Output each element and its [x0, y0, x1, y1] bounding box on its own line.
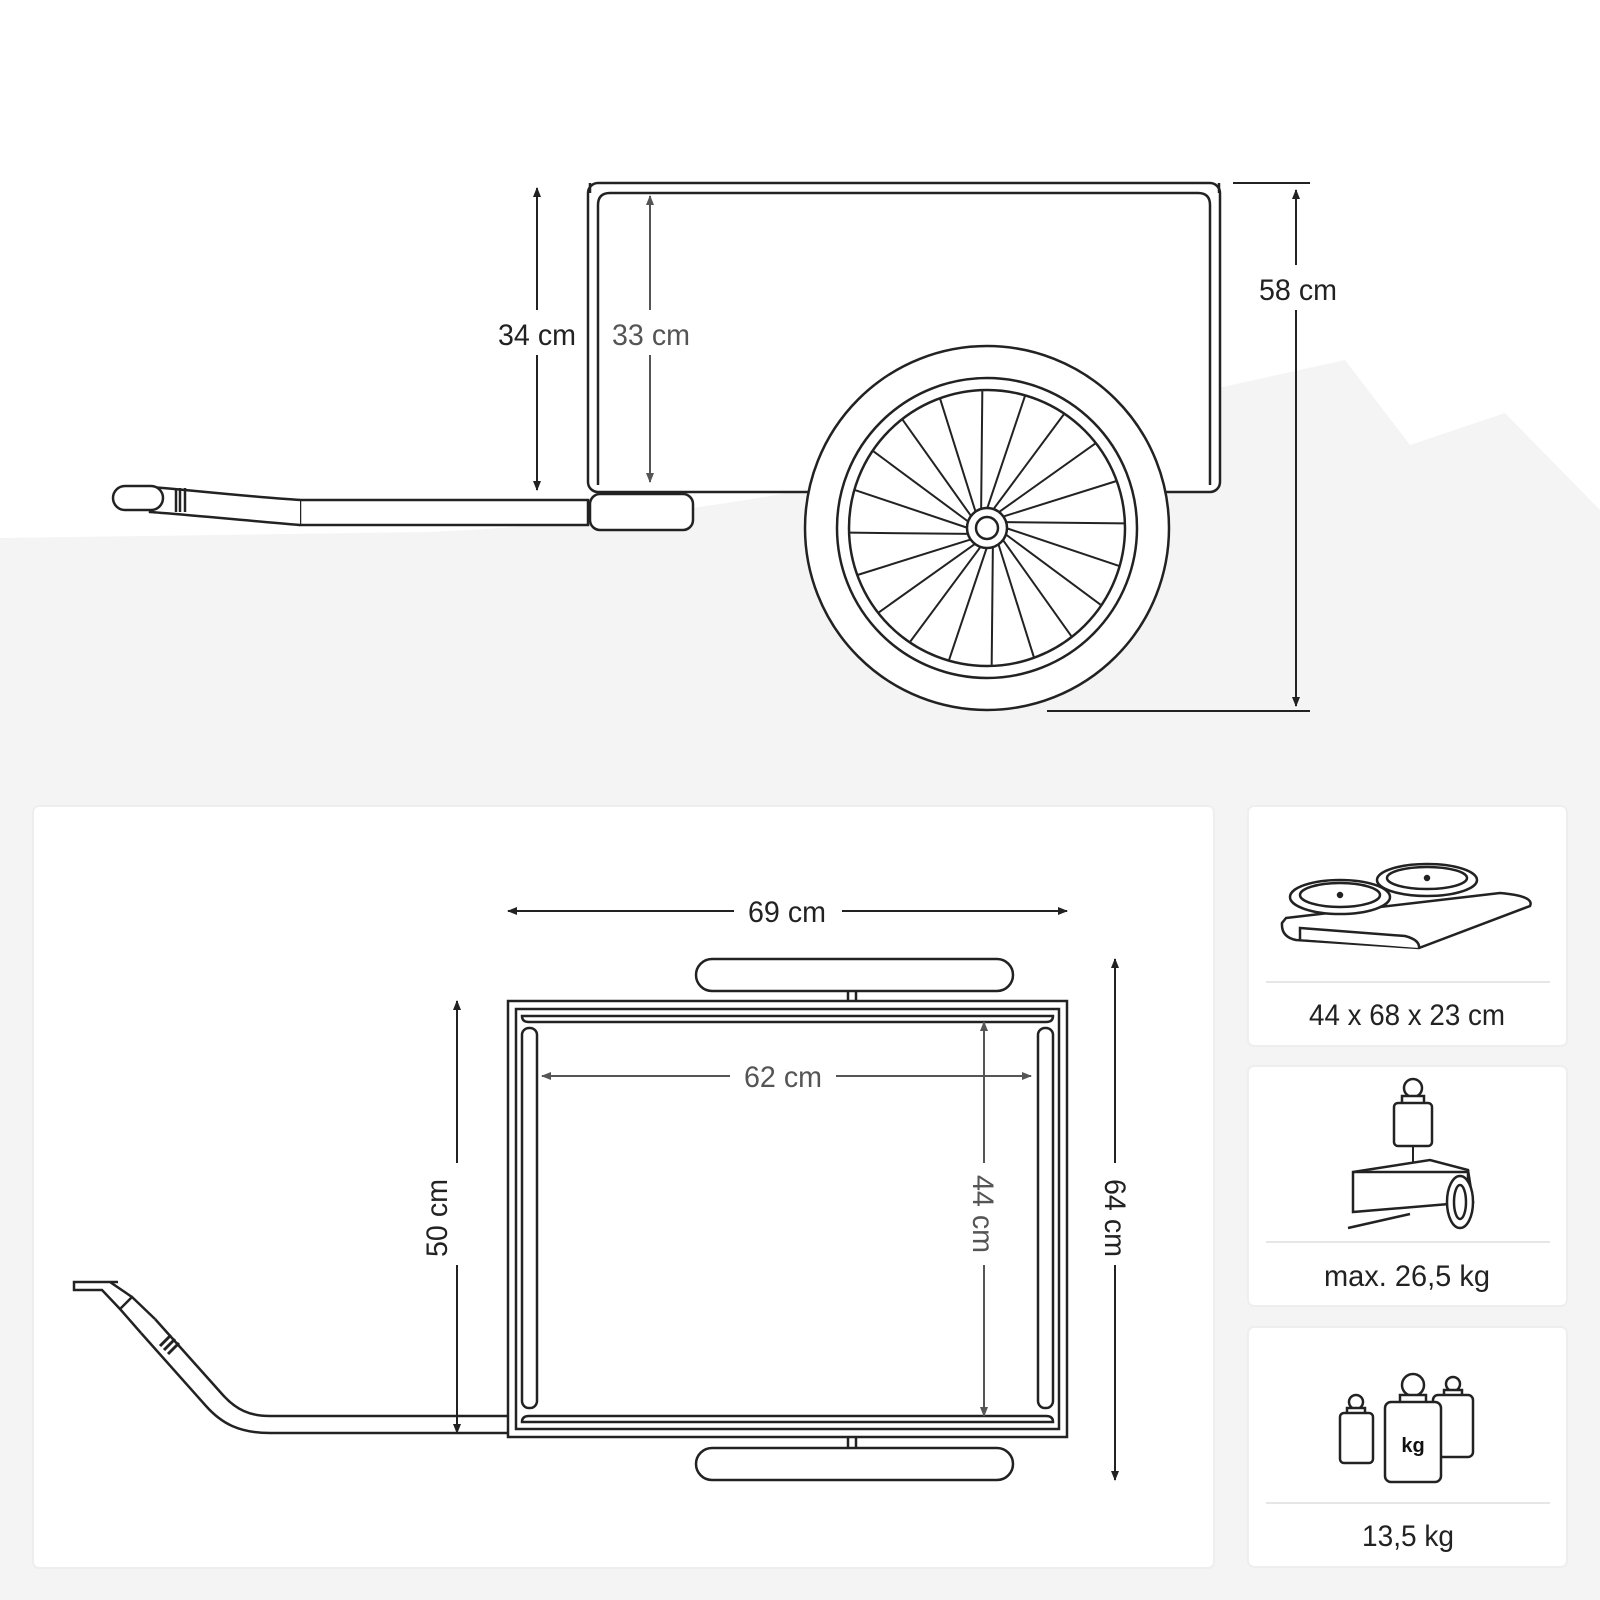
- wheel-spoke: [986, 396, 1026, 510]
- wheel-spoke: [857, 538, 972, 576]
- max-load-label: max. 26,5 kg: [1324, 1260, 1490, 1293]
- wheel-spoke: [1001, 538, 1073, 637]
- frame-width-label: 50 cm: [421, 1179, 454, 1257]
- wheel-spoke: [1005, 521, 1124, 525]
- wheel-spoke: [850, 531, 969, 535]
- wheel-spoke: [901, 419, 973, 518]
- dimension-inner-width: 44 cm: [966, 1021, 999, 1417]
- handle-height-label: 34 cm: [498, 319, 576, 352]
- wheel-spoke: [992, 413, 1065, 511]
- packed-size-label: 44 x 68 x 23 cm: [1309, 999, 1505, 1032]
- folded-trailer-icon: [1280, 862, 1532, 950]
- spec-card-weight: kg 13,5 kg: [1247, 1326, 1568, 1568]
- dimension-handle-height: 34 cm: [498, 187, 576, 491]
- inner-depth-label: 33 cm: [612, 319, 690, 352]
- spec-card-max-load: max. 26,5 kg: [1247, 1065, 1568, 1307]
- outer-width-label: 64 cm: [1098, 1179, 1131, 1257]
- wheel-spoke: [997, 442, 1096, 514]
- wheel-spoke: [990, 546, 994, 665]
- dimension-outer-width: 64 cm: [1098, 958, 1131, 1481]
- wheel-spoke: [855, 489, 969, 529]
- wheel-spoke: [872, 450, 970, 523]
- dimension-inner-depth: 33 cm: [612, 195, 690, 483]
- outer-length-label: 69 cm: [748, 896, 826, 929]
- weights-icon: [1338, 1372, 1475, 1484]
- wheel-spoke: [939, 398, 977, 513]
- wheel-spoke: [909, 545, 982, 643]
- wheel-spoke: [1005, 527, 1119, 567]
- wheel-spoke: [1002, 480, 1117, 518]
- inner-width-label: 44 cm: [966, 1175, 999, 1253]
- dimension-inner-length: 62 cm: [541, 1061, 1032, 1094]
- weights-icon-kg: kg: [1401, 1435, 1424, 1457]
- dimension-outer-length: 69 cm: [507, 896, 1068, 929]
- spec-card-packed-size: 44 x 68 x 23 cm: [1247, 805, 1568, 1047]
- top-view-trailer: [72, 957, 1069, 1482]
- wheel-spoke: [980, 391, 984, 510]
- side-view-wheel: [803, 344, 1171, 712]
- dimension-total-height: 58 cm: [1047, 182, 1337, 712]
- weight-label: 13,5 kg: [1362, 1520, 1454, 1553]
- load-capacity-icon: [1347, 1077, 1475, 1230]
- inner-length-label: 62 cm: [744, 1061, 822, 1094]
- wheel-spoke: [878, 542, 977, 614]
- total-height-label: 58 cm: [1259, 274, 1337, 307]
- wheel-spoke: [997, 543, 1035, 658]
- wheel-spoke: [948, 546, 988, 660]
- dimension-frame-width: 50 cm: [421, 1000, 461, 1434]
- wheel-spoke: [1004, 533, 1102, 606]
